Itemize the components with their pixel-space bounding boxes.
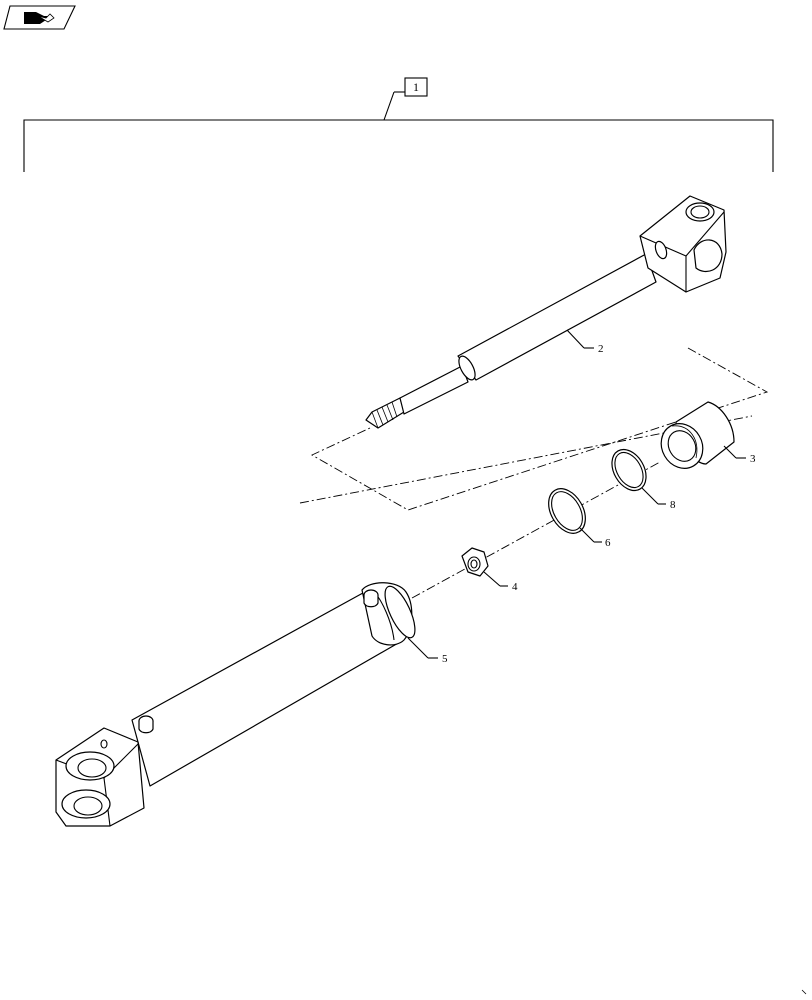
- callout-label-6: 6: [605, 537, 611, 549]
- callout-4[interactable]: 4: [483, 571, 518, 593]
- callout-label-5: 5: [442, 653, 448, 665]
- callout-label-8: 8: [670, 499, 676, 511]
- callout-3[interactable]: 3: [723, 445, 756, 465]
- assembly-bracket: [23, 91, 774, 172]
- callout-6[interactable]: 6: [579, 527, 611, 549]
- corner-mark: [801, 989, 807, 995]
- piston-rod[interactable]: [365, 195, 727, 429]
- assembly-callout-label: 1: [413, 80, 419, 94]
- hex-nut[interactable]: [461, 547, 489, 577]
- lower-axis-line: [411, 461, 661, 599]
- rod-axis-line: [299, 415, 753, 504]
- piston[interactable]: [653, 401, 735, 476]
- callout-label-2: 2: [598, 343, 604, 355]
- seal-ring-6[interactable]: [541, 482, 593, 540]
- callout-8[interactable]: 8: [641, 487, 676, 511]
- callout-label-4: 4: [512, 581, 518, 593]
- assembly-centerline: [311, 347, 769, 511]
- callout-2[interactable]: 2: [566, 329, 604, 355]
- cylinder-barrel[interactable]: [55, 582, 421, 827]
- callout-label-3: 3: [750, 453, 756, 465]
- assembly-callout-1[interactable]: 1: [404, 77, 428, 97]
- seal-ring-8[interactable]: [605, 443, 653, 496]
- book-hand-icon[interactable]: [3, 5, 76, 30]
- callout-5[interactable]: 5: [407, 637, 448, 665]
